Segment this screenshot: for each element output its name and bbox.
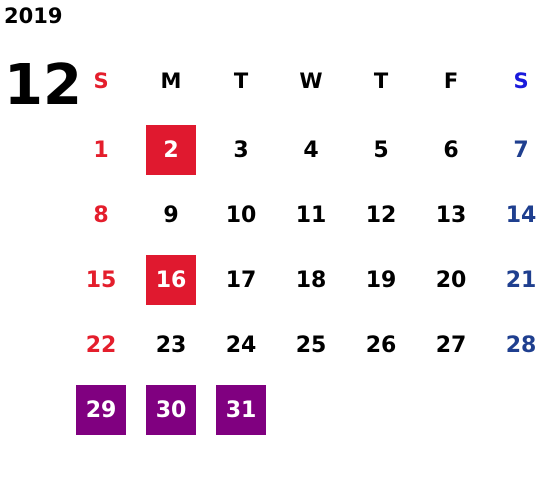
day-cell[interactable]: 3 [233, 137, 249, 163]
day-cell[interactable]: 13 [435, 202, 467, 228]
day-cell[interactable]: 10 [225, 202, 257, 228]
day-cell[interactable]: 2 [146, 125, 196, 175]
year-label: 2019 [4, 4, 63, 28]
weekday-header: S [93, 69, 109, 93]
day-cell[interactable]: 12 [365, 202, 397, 228]
day-cell[interactable]: 27 [435, 332, 467, 358]
day-cell[interactable]: 15 [85, 267, 117, 293]
day-cell[interactable]: 19 [365, 267, 397, 293]
weekday-header: W [299, 69, 323, 93]
weekday-header: T [373, 69, 389, 93]
day-cell[interactable]: 7 [513, 137, 529, 163]
day-cell[interactable]: 17 [225, 267, 257, 293]
weekday-header: T [233, 69, 249, 93]
day-cell[interactable]: 18 [295, 267, 327, 293]
month-number: 12 [4, 53, 82, 118]
weekday-header: M [160, 69, 182, 93]
day-cell[interactable]: 14 [505, 202, 537, 228]
day-cell[interactable]: 4 [303, 137, 319, 163]
day-cell[interactable]: 11 [295, 202, 327, 228]
day-cell[interactable]: 26 [365, 332, 397, 358]
day-cell[interactable]: 20 [435, 267, 467, 293]
day-cell[interactable]: 22 [85, 332, 117, 358]
day-cell[interactable]: 29 [76, 385, 126, 435]
weekday-header: F [443, 69, 459, 93]
day-cell[interactable]: 8 [93, 202, 109, 228]
day-cell[interactable]: 16 [146, 255, 196, 305]
weekday-header: S [513, 69, 529, 93]
day-cell[interactable]: 28 [505, 332, 537, 358]
day-cell[interactable]: 23 [155, 332, 187, 358]
day-cell[interactable]: 5 [373, 137, 389, 163]
day-cell[interactable]: 1 [93, 137, 109, 163]
day-cell[interactable]: 31 [216, 385, 266, 435]
day-cell[interactable]: 30 [146, 385, 196, 435]
day-cell[interactable]: 9 [163, 202, 179, 228]
day-cell[interactable]: 25 [295, 332, 327, 358]
day-cell[interactable]: 24 [225, 332, 257, 358]
day-cell[interactable]: 6 [443, 137, 459, 163]
day-cell[interactable]: 21 [505, 267, 537, 293]
